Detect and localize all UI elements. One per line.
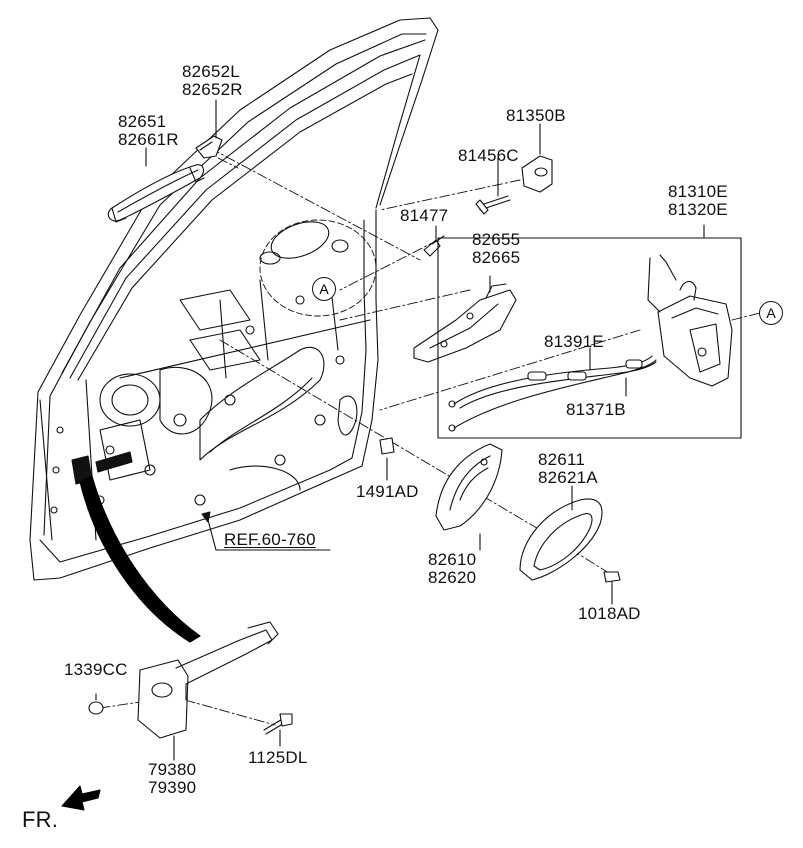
label-81320E: 81320E [668, 200, 728, 219]
label-leaders [95, 99, 627, 761]
ref-arrow [201, 511, 331, 551]
callout-arrow [79, 475, 201, 643]
bezel-screw [603, 571, 621, 593]
label-82610: 82610 [428, 550, 477, 569]
striker-bolt [475, 195, 511, 215]
handle-cap [195, 135, 223, 159]
checker-bolt [263, 713, 293, 735]
label-1339CC: 1339CC [64, 660, 128, 679]
label-82621A: 82621A [538, 468, 598, 487]
label-82665: 82665 [472, 248, 521, 267]
outside-handle [107, 164, 205, 223]
door-checker [137, 621, 279, 739]
label-82651: 82651 [118, 112, 167, 131]
latch-box [437, 237, 742, 439]
leader-lines [99, 147, 761, 726]
label-ref: REF.60-760 [224, 530, 316, 549]
callout-a-left: A [312, 277, 336, 301]
handle-bracket [413, 283, 517, 363]
label-82652L: 82652L [182, 62, 240, 81]
small-bolt [423, 235, 445, 257]
label-81371B: 81371B [566, 400, 626, 419]
front-direction-arrow [61, 785, 101, 811]
label-82611: 82611 [538, 450, 586, 469]
inside-handle-housing [435, 443, 503, 531]
label-82620: 82620 [428, 568, 477, 587]
checker-nut [88, 701, 104, 715]
label-82655: 82655 [472, 230, 521, 249]
retainer-clip [379, 437, 395, 455]
detail-zone [259, 219, 377, 317]
label-81350B: 81350B [506, 106, 566, 125]
label-82661R: 82661R [118, 130, 179, 149]
label-79390: 79390 [148, 778, 197, 797]
label-1491AD: 1491AD [356, 482, 419, 501]
label-81310E: 81310E [668, 182, 728, 201]
door-frame [29, 17, 439, 581]
label-81477: 81477 [400, 206, 449, 225]
inside-handle-bezel [519, 498, 603, 581]
label-1125DL: 1125DL [248, 748, 308, 767]
door-latch [647, 254, 733, 387]
label-82652R: 82652R [182, 80, 243, 99]
label-79380: 79380 [148, 760, 197, 779]
label-1018AD: 1018AD [578, 604, 641, 623]
callout-a-right: A [759, 301, 783, 325]
label-81456C: 81456C [458, 146, 519, 165]
striker [521, 155, 553, 193]
latch-cables [448, 355, 657, 432]
label-81391E: 81391E [544, 332, 604, 351]
label-front: FR. [22, 807, 59, 832]
